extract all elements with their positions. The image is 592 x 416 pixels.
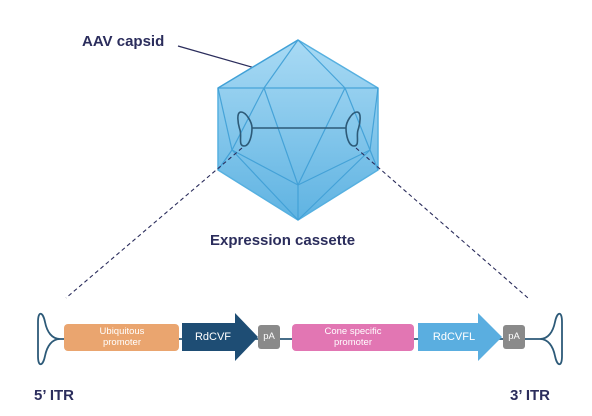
cone-promoter-block <box>292 324 414 351</box>
itr3-label: 3’ ITR <box>510 387 551 404</box>
itr3-hairpin <box>539 312 563 366</box>
itr5-hairpin <box>37 312 61 366</box>
cassette-label: Expression cassette <box>210 232 356 249</box>
dashed-line-left <box>65 147 243 299</box>
rdcvfl-label: RdCVFL <box>432 330 476 343</box>
rdcvf-arrow <box>182 313 258 361</box>
capsid-shape <box>217 39 379 221</box>
capsid-label: AAV capsid <box>82 33 165 50</box>
ubiquitous-promoter-label: Ubiquitous promoter <box>99 325 145 348</box>
rdcvf-label: RdCVF <box>194 330 232 343</box>
pa1-block <box>258 325 280 349</box>
pa1-label: pA <box>263 330 275 342</box>
pa2-label: pA <box>508 330 520 342</box>
capsid-pointer-line <box>177 45 263 71</box>
rdcvfl-arrow <box>418 313 502 361</box>
ubiquitous-promoter-block <box>64 324 179 351</box>
cone-promoter-label: Cone specific promoter <box>324 325 382 348</box>
pa2-block <box>503 325 525 349</box>
dashed-line-right <box>355 147 529 299</box>
itr5-label: 5’ ITR <box>34 387 75 404</box>
capsid-genome <box>237 111 361 147</box>
